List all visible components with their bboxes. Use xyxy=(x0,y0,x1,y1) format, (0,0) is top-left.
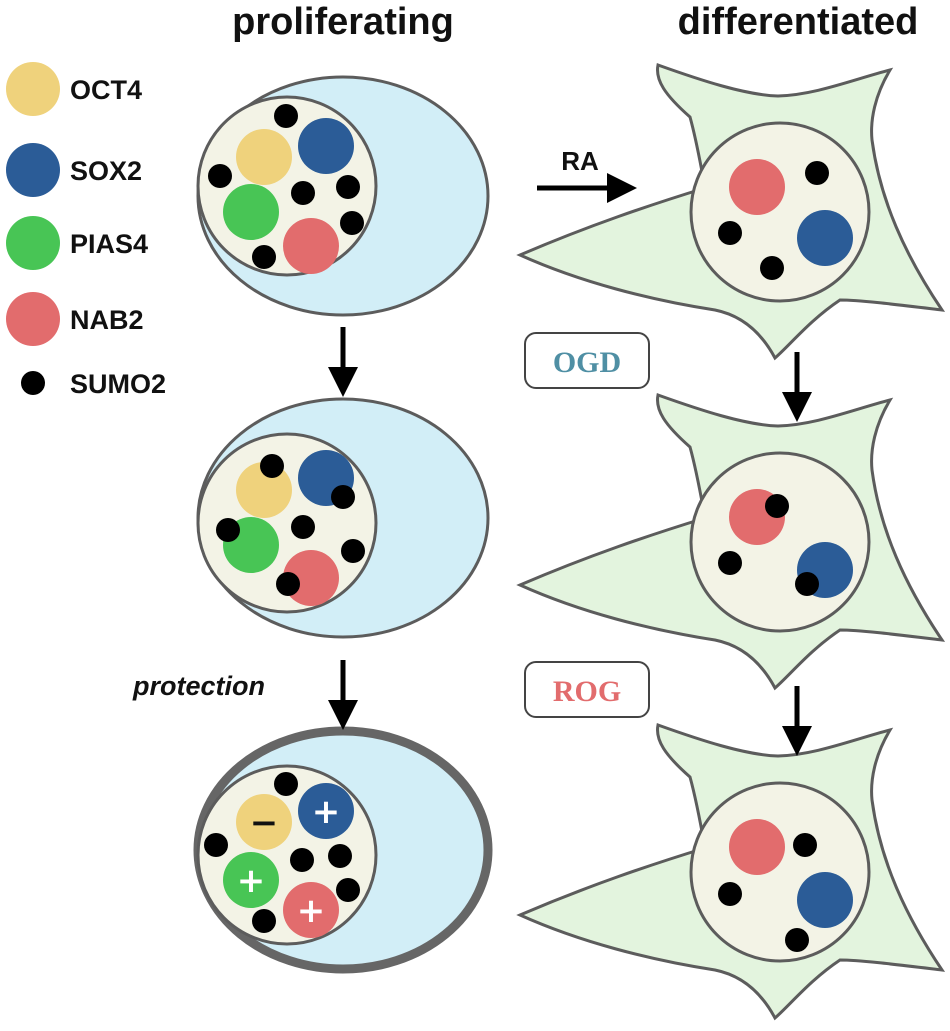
proliferating-cell-rog-protected: − + + + xyxy=(193,726,493,974)
legend-nab2-label: NAB2 xyxy=(70,305,144,335)
pias4-protein xyxy=(223,184,279,240)
proliferating-cell-ogd xyxy=(196,397,490,639)
sox2-protein xyxy=(298,118,354,174)
legend-sox2-swatch xyxy=(6,143,60,197)
sumo2-dot xyxy=(216,518,240,542)
sumo2-dot xyxy=(340,211,364,235)
legend-sumo2-label: SUMO2 xyxy=(70,369,166,399)
protection-label: protection xyxy=(132,671,265,701)
oct4-minus-sign: − xyxy=(250,803,279,843)
condition-ogd: OGD xyxy=(524,332,650,389)
sumo2-dot xyxy=(718,551,742,575)
sox2-protein xyxy=(797,872,853,928)
sox2-plus-sign: + xyxy=(312,792,341,832)
sumo2-dot xyxy=(718,221,742,245)
sox2-protein xyxy=(797,210,853,266)
nab2-protein xyxy=(283,218,339,274)
sumo2-dot xyxy=(336,878,360,902)
nucleus xyxy=(689,451,871,633)
condition-label: OGD xyxy=(553,346,621,379)
sumo2-dot xyxy=(341,539,365,563)
legend-pias4-label: PIAS4 xyxy=(70,229,148,259)
sumo2-dot xyxy=(336,175,360,199)
nab2-plus-sign: + xyxy=(297,891,326,931)
sumo2-dot xyxy=(260,454,284,478)
legend-nab2-swatch xyxy=(6,292,60,346)
header-differentiated: differentiated xyxy=(678,1,919,43)
sox2-protein xyxy=(298,783,354,839)
sumo2-dot xyxy=(805,161,829,185)
condition-box xyxy=(524,661,650,718)
differentiated-cell-ogd xyxy=(516,393,946,691)
sumo2-dot xyxy=(274,104,298,128)
sumo2-dot xyxy=(252,909,276,933)
legend-sumo2-swatch xyxy=(21,371,45,395)
sumo2-dot xyxy=(793,833,817,857)
nab2-protein xyxy=(283,882,339,938)
sumo2-dot xyxy=(274,772,298,796)
proliferating-cell-control xyxy=(196,75,490,317)
sumo2-dot xyxy=(208,164,232,188)
sumo2-dot xyxy=(290,848,314,872)
sumo2-dot xyxy=(331,485,355,509)
sumo2-dot xyxy=(328,844,352,868)
nucleus xyxy=(689,781,871,963)
differentiated-cell-rog xyxy=(516,723,946,1021)
condition-label: ROG xyxy=(553,675,621,708)
nab2-protein xyxy=(729,159,785,215)
header-proliferating: proliferating xyxy=(232,1,454,43)
sumo2-dot xyxy=(760,256,784,280)
sumo2-dot xyxy=(765,494,789,518)
sumo2-dot xyxy=(795,572,819,596)
sumo2-dot xyxy=(291,181,315,205)
condition-rog: ROG xyxy=(524,661,650,718)
legend-sox2-label: SOX2 xyxy=(70,156,142,186)
sumo2-dot xyxy=(204,833,228,857)
nab2-protein xyxy=(729,819,785,875)
oct4-protein xyxy=(236,129,292,185)
legend-oct4-swatch xyxy=(6,62,60,116)
ra-label: RA xyxy=(561,146,599,176)
pias4-protein xyxy=(223,852,279,908)
condition-box xyxy=(524,332,650,389)
sumo2-dot xyxy=(252,245,276,269)
pias4-plus-sign: + xyxy=(237,861,266,901)
differentiated-cell-control xyxy=(516,63,946,361)
sumo2-dot xyxy=(276,572,300,596)
legend-pias4-swatch xyxy=(6,216,60,270)
legend-oct4-label: OCT4 xyxy=(70,75,142,105)
sumo2-dot xyxy=(718,882,742,906)
oct4-protein xyxy=(236,794,292,850)
sumo2-dot xyxy=(785,928,809,952)
legend: OCT4 SOX2 PIAS4 NAB2 SUMO2 xyxy=(6,62,166,399)
sumo2-dot xyxy=(291,515,315,539)
nab2-protein xyxy=(283,550,339,606)
